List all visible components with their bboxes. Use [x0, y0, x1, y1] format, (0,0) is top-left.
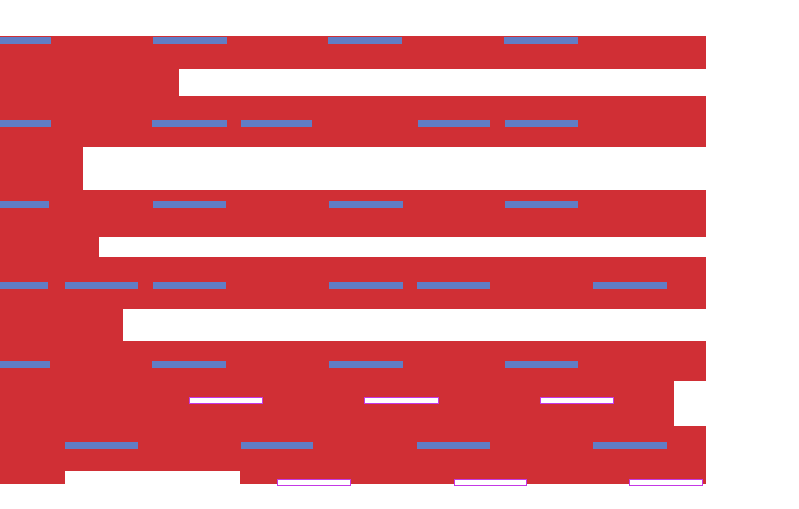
link-bar[interactable] — [153, 201, 226, 208]
link-bar[interactable] — [418, 120, 490, 127]
text-line-block — [0, 237, 99, 257]
link-bar[interactable] — [65, 442, 138, 449]
highlight-link-bar[interactable] — [277, 479, 351, 486]
link-bar[interactable] — [65, 282, 138, 289]
link-bar[interactable] — [0, 282, 48, 289]
text-line-block — [0, 96, 706, 147]
link-bar[interactable] — [417, 282, 490, 289]
link-bar[interactable] — [417, 442, 490, 449]
link-bar[interactable] — [329, 201, 403, 208]
highlight-link-bar[interactable] — [364, 397, 439, 404]
paragraph-gap — [65, 471, 240, 509]
highlight-link-bar[interactable] — [540, 397, 614, 404]
link-bar[interactable] — [241, 442, 313, 449]
link-bar[interactable] — [504, 37, 578, 44]
link-bar[interactable] — [152, 120, 227, 127]
link-bar[interactable] — [505, 120, 578, 127]
paragraph-gap — [674, 381, 706, 426]
text-line-block — [0, 309, 123, 341]
link-bar[interactable] — [505, 361, 578, 368]
link-bar[interactable] — [153, 282, 226, 289]
link-bar[interactable] — [329, 361, 403, 368]
link-bar[interactable] — [0, 120, 51, 127]
text-line-block — [0, 69, 179, 96]
highlight-link-bar[interactable] — [454, 479, 527, 486]
link-bar[interactable] — [241, 120, 312, 127]
link-bar[interactable] — [328, 37, 402, 44]
link-bar[interactable] — [593, 442, 667, 449]
link-bar[interactable] — [152, 361, 226, 368]
link-bar[interactable] — [593, 282, 667, 289]
highlight-link-bar[interactable] — [189, 397, 263, 404]
link-bar[interactable] — [0, 201, 49, 208]
link-bar[interactable] — [0, 361, 50, 368]
link-bar[interactable] — [153, 37, 227, 44]
link-bar[interactable] — [505, 201, 578, 208]
highlight-link-bar[interactable] — [629, 479, 703, 486]
link-bar[interactable] — [0, 37, 51, 44]
text-line-block — [0, 147, 83, 190]
link-bar[interactable] — [329, 282, 403, 289]
text-line-block — [0, 190, 706, 237]
